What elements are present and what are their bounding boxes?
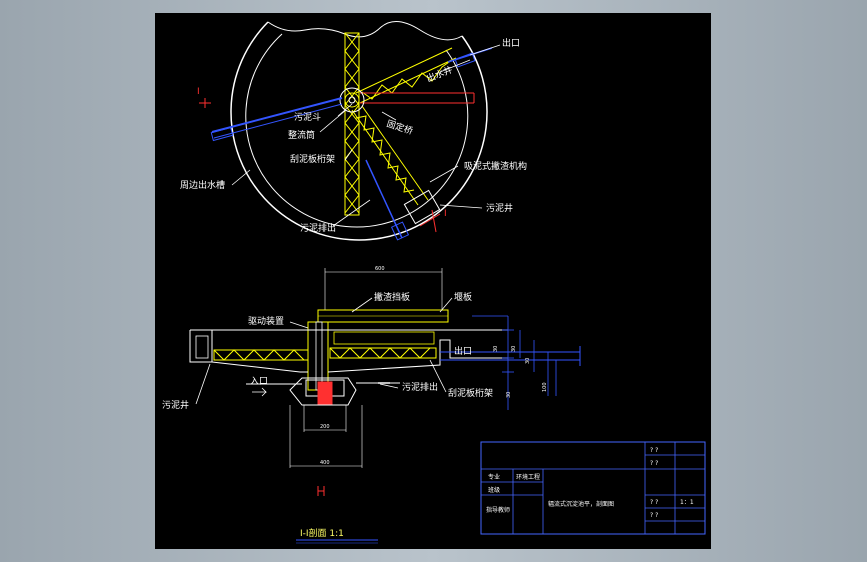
label-outlet-section: 出口	[454, 345, 472, 357]
vertical-truss	[344, 32, 360, 216]
dim-top	[324, 268, 443, 310]
diagonal-truss-upper	[355, 47, 457, 104]
sludge-well	[403, 189, 441, 233]
label-outlet: 出口	[502, 37, 520, 49]
tb-class: 班级	[488, 486, 500, 494]
title-block: ? ? ? ? 专业 环境工程 班级 指导教师 辐流式沉淀池平，剖面图 ? ? …	[480, 441, 706, 535]
break-line	[267, 21, 463, 41]
label-stabilizer-tube: 整流筒	[288, 129, 315, 141]
tb-r4c4: ? ?	[650, 499, 658, 506]
outlet-pipe-section	[440, 346, 581, 366]
label-drive-unit: 驱动装置	[248, 315, 284, 327]
label-sludge-hopper: 污泥斗	[294, 111, 321, 123]
center-hub	[339, 87, 365, 113]
plan-view: I 出口 出水井 污泥斗 整流筒 固定桥 刮泥板桁架 吸泥式撇渣机构 周边出水槽…	[180, 21, 527, 241]
dim-h1: 30	[493, 346, 499, 352]
scraper-truss-left	[213, 349, 309, 361]
leader-lines	[231, 44, 501, 227]
diagonal-truss-lower	[351, 105, 429, 206]
sludge-discharge-pipe	[365, 159, 410, 241]
section-mark-right: I	[444, 209, 447, 219]
label-inlet: 入口	[250, 376, 268, 387]
section-mark-text: I	[197, 87, 200, 97]
dim-h3: 30	[525, 358, 531, 364]
label-sludge-discharge: 污泥排出	[300, 222, 336, 234]
label-sludge-well: 污泥井	[486, 202, 513, 214]
stabilizer-ring	[344, 92, 360, 108]
label-sludge-discharge-section: 污泥排出	[402, 381, 438, 393]
tb-teacher: 指导教师	[486, 506, 510, 514]
section-view: 600	[162, 266, 581, 544]
section-title: I-I剖面 1:1	[300, 527, 344, 539]
dim-h5: 30	[506, 392, 512, 398]
scraper-truss-right	[329, 347, 437, 359]
section-bottom-mark	[317, 486, 325, 496]
dim-h4: 100	[542, 382, 548, 392]
tank-outer-wall	[230, 21, 488, 241]
label-peripheral-outlet-trough: 周边出水槽	[180, 179, 225, 191]
scum-baffle	[333, 331, 435, 345]
tank-inner-wall	[245, 33, 469, 228]
label-sludge-well-section: 污泥井	[162, 399, 189, 411]
dim-inner-text: 200	[320, 424, 330, 430]
sludge-pipe-bottom	[317, 381, 333, 405]
label-scraper-truss-section: 刮泥板桁架	[448, 387, 493, 399]
tb-drawing-title: 辐流式沉淀池平，剖面图	[548, 500, 614, 508]
tb-scale: 1：1	[680, 499, 694, 506]
label-scum-baffle: 撇渣挡板	[374, 291, 410, 303]
right-dimension-chain	[472, 315, 557, 410]
tb-r1c4: ? ?	[650, 447, 658, 454]
peripheral-trough	[195, 335, 209, 359]
drawing-sheet	[155, 13, 711, 549]
label-weir-plate: 堰板	[454, 291, 472, 303]
tb-r2c4: ? ?	[650, 460, 658, 467]
dim-bottom	[289, 405, 363, 468]
label-suction-scraper: 吸泥式撇渣机构	[464, 160, 527, 172]
dim-bottom-text: 400	[320, 460, 330, 466]
inlet-pipe	[210, 97, 343, 142]
dim-top-text: 600	[375, 266, 385, 272]
tank-section-outline	[189, 329, 508, 373]
tb-r5c4: ? ?	[650, 512, 658, 519]
fixed-bridge	[360, 92, 475, 104]
section-leader-lines	[195, 297, 453, 405]
tb-major: 专业	[488, 473, 500, 481]
tb-major-value: 环境工程	[516, 473, 540, 481]
section-mark-left: I	[197, 87, 211, 108]
dim-h2: 30	[511, 346, 517, 352]
label-scraper-truss: 刮泥板桁架	[290, 153, 335, 165]
